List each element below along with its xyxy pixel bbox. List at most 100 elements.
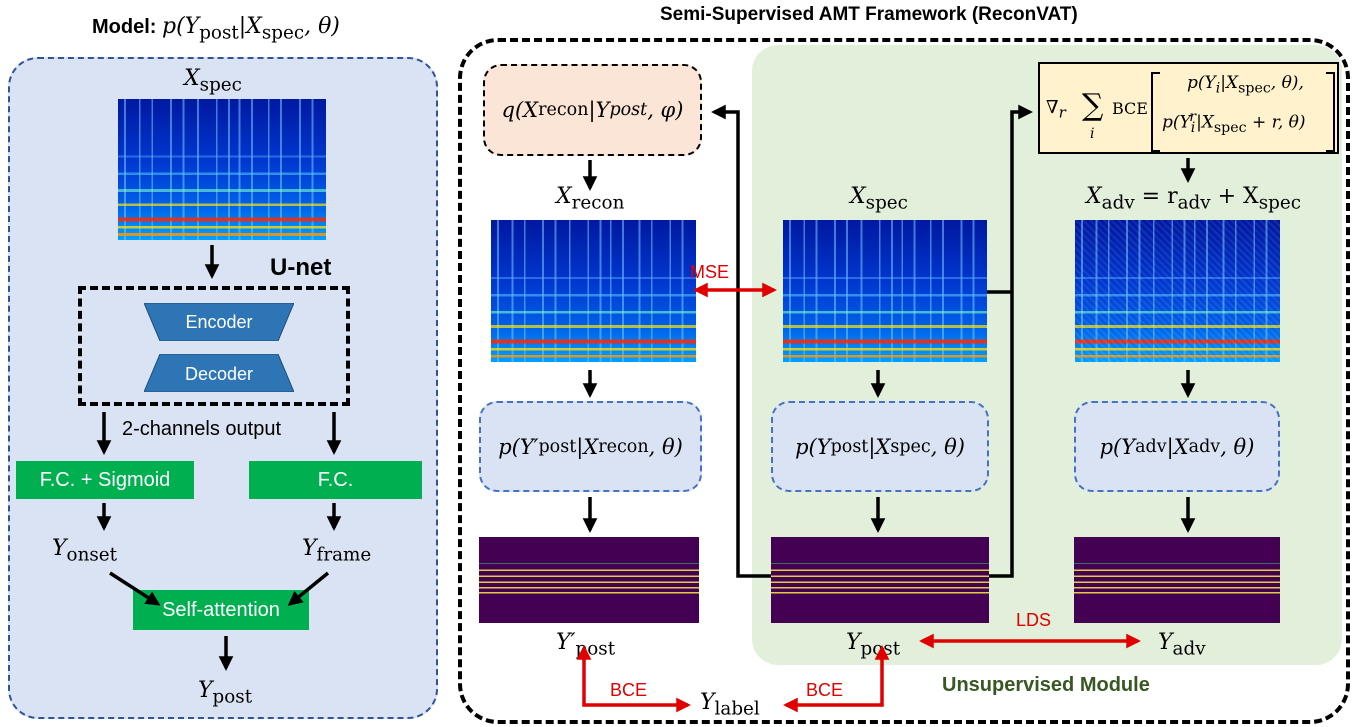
vat-line2-end: + r, θ)	[1246, 112, 1306, 133]
channels-output-label: 2-channels output	[122, 418, 282, 440]
framework-title: Semi-Supervised AMT Framework (ReconVAT)	[660, 4, 1078, 25]
vat-grad-sub: r	[1058, 103, 1066, 122]
fc-block: F.C.	[249, 461, 422, 499]
model-recon-end: , θ)	[648, 434, 683, 459]
left-x-spec-label: Xspec	[184, 66, 242, 95]
y-frame-sub: frame	[316, 544, 372, 566]
model-title-end: , θ)	[304, 14, 340, 39]
unet-label: U-net	[270, 254, 332, 281]
vat-line1-pre: p(Y	[1187, 73, 1216, 93]
vat-line1-sub: i	[1215, 80, 1221, 97]
model-spec-sub2: spec	[890, 436, 931, 457]
framework-border	[458, 38, 1350, 724]
y-adv-label: Yadv	[1158, 630, 1206, 659]
vat-bracket-left	[1151, 72, 1160, 152]
vat-line2: p(Yir|Xspec + r, θ)	[1162, 109, 1306, 136]
left-y-post-base: Y	[198, 678, 213, 703]
model-recon-sub2: recon	[598, 436, 649, 457]
vat-line2-sub2: spec	[1213, 120, 1247, 137]
model-spec-pre: p(Y	[795, 434, 831, 459]
bce-left-arrow	[576, 645, 691, 713]
vat-grad: ∇r	[1046, 97, 1066, 122]
recon-pianoroll-image	[479, 537, 699, 623]
recon-box-pre: q(X	[501, 98, 539, 122]
vat-line1-sub2: spec	[1238, 80, 1271, 97]
x-recon-sub: recon	[571, 192, 625, 214]
model-title-mid: |X	[238, 14, 262, 39]
arrow-ypost-to-recon	[711, 104, 771, 578]
model-recon-pre: p(Y′	[498, 434, 539, 459]
y-onset-base: Y	[52, 536, 67, 561]
x-spec-sub: spec	[865, 192, 908, 214]
mse-label: MSE	[690, 262, 730, 282]
bce-right-arrow	[783, 645, 890, 713]
y-adv-base: Y	[1158, 630, 1173, 655]
y-onset-label: Yonset	[52, 536, 117, 565]
y-onset-sub: onset	[66, 544, 117, 566]
arrow-frame-to-attn	[287, 571, 330, 606]
vat-line2-mid: |X	[1196, 112, 1214, 133]
spec-spectrogram-image	[783, 220, 987, 362]
vat-line1-mid: |X	[1220, 73, 1239, 93]
model-spec-end: , θ)	[930, 434, 965, 459]
left-spectrogram-image	[118, 99, 326, 240]
fc-sigmoid-block: F.C. + Sigmoid	[16, 461, 194, 499]
y-label-sub: label	[714, 698, 760, 720]
vat-sum-sub: i	[1090, 126, 1095, 142]
x-recon-base: X	[556, 184, 572, 209]
model-adv-pre: p(Y	[1099, 434, 1136, 459]
vat-line2-sup: r	[1189, 109, 1197, 125]
model-spec-mid: |X	[868, 434, 891, 459]
x-adv-sub: adv	[1101, 192, 1135, 214]
left-y-post-label: Ypost	[198, 678, 252, 707]
model-recon-mid: |X	[576, 434, 599, 459]
decoder-trapezoid	[144, 354, 294, 392]
y-adv-sub: adv	[1172, 638, 1206, 660]
y-frame-label: Yframe	[302, 536, 371, 565]
left-x-spec-base: X	[184, 66, 200, 91]
recon-box-sub2: post	[609, 100, 648, 120]
decoder-label: Decoder	[184, 364, 254, 384]
model-title-sub1: post	[199, 22, 239, 44]
left-x-spec-sub: spec	[199, 74, 242, 96]
model-title-math: p(Y	[162, 14, 200, 39]
vat-line1-end: , θ),	[1270, 73, 1304, 93]
lds-label: LDS	[1016, 610, 1052, 630]
unet-dashed-box	[78, 286, 350, 406]
y-frame-base: Y	[302, 536, 317, 561]
encoder-label: Encoder	[185, 312, 253, 332]
vat-line1: p(Yi|Xspec, θ),	[1187, 73, 1304, 96]
x-adv-sub2: adv	[1177, 192, 1211, 214]
x-spec-base: X	[850, 184, 866, 209]
recon-box-sub1: recon	[538, 100, 589, 120]
arrow-ypost-to-vat	[989, 104, 1033, 578]
arrow-onset-to-attn	[109, 571, 161, 606]
x-adv-sub3: spec	[1258, 192, 1301, 214]
spec-pianoroll-image	[771, 537, 989, 623]
recon-box-mid: |Y	[588, 98, 610, 122]
x-adv-eq: = r	[1134, 184, 1178, 209]
vat-line2-pre: p(Y	[1162, 112, 1191, 133]
x-spec-label: Xspec	[850, 184, 908, 213]
x-adv-base: X	[1086, 184, 1102, 209]
y-post-prime-base: Y′	[556, 630, 576, 655]
model-title-sub2: spec	[261, 22, 305, 44]
unsupervised-module-label: Unsupervised Module	[942, 674, 1150, 696]
y-label-label: Ylabel	[700, 690, 760, 719]
model-adv-end: , θ)	[1220, 434, 1255, 459]
model-spec-sub1: post	[830, 436, 869, 457]
model-title: Model: p(Ypost|Xspec, θ)	[92, 14, 340, 43]
encoder-trapezoid	[144, 303, 294, 341]
model-title-prefix: Model:	[92, 16, 162, 38]
vat-bracket-right	[1326, 72, 1335, 152]
x-adv-label: Xadv = radv + Xspec	[1086, 184, 1301, 213]
x-adv-plus: + X	[1210, 184, 1259, 209]
vat-sum: ∑	[1082, 88, 1104, 123]
vat-line2-sub: i	[1190, 120, 1196, 137]
vat-bce: BCE	[1112, 99, 1148, 118]
